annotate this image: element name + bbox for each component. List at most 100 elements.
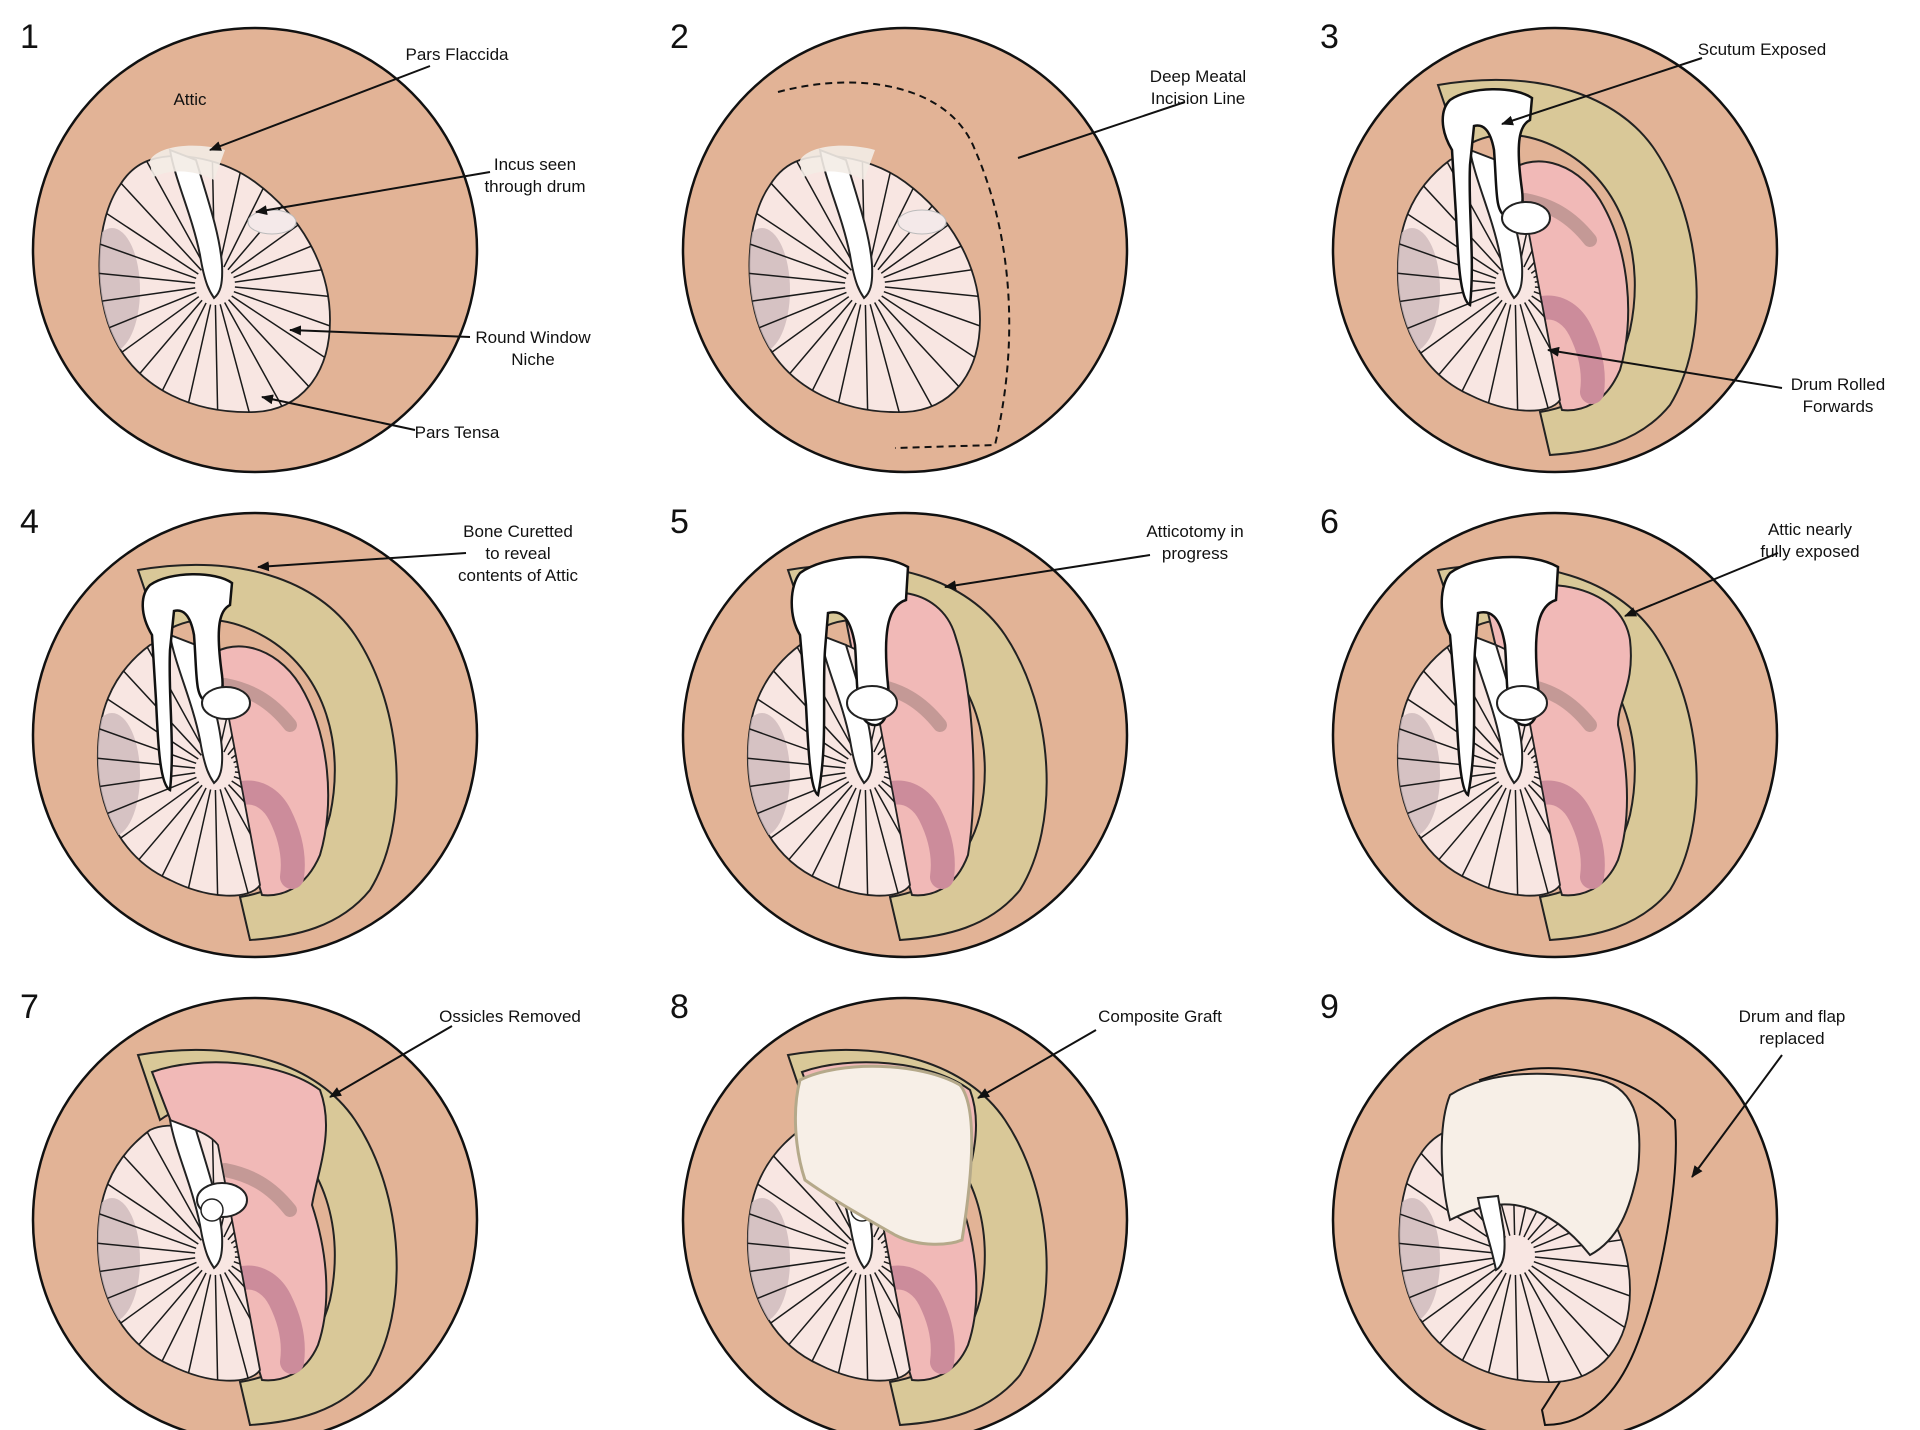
drum-radial-line [1397, 776, 1497, 827]
leader-arrow [1017, 101, 1186, 159]
drum-radial-line [1399, 1257, 1496, 1277]
drum-radial-line [1399, 1239, 1496, 1254]
pars-flaccida-region [800, 145, 875, 180]
drum-radial-line [747, 1204, 847, 1250]
scutum-bone [136, 563, 398, 942]
drum-radial-line [878, 299, 968, 396]
drum-radial-line [1399, 1204, 1497, 1250]
incision-dashed-line [777, 81, 1011, 449]
panel-number-label: 5 [670, 503, 689, 541]
drum-radial-line [747, 1261, 847, 1312]
drum-radial-line [214, 304, 219, 413]
leader-arrow [261, 394, 416, 431]
drum-radial-line [881, 295, 980, 369]
drum-radial-line [747, 1257, 846, 1277]
drum-radial-line [234, 263, 330, 283]
panel-number-label: 7 [20, 988, 39, 1026]
ossicular-chain [141, 573, 234, 792]
drum-radial-line [749, 291, 847, 342]
drum-radial-line [747, 719, 847, 765]
callout-label: Bone Curetted [463, 522, 573, 541]
leader-arrow [329, 1025, 453, 1098]
ossicular-chain [1441, 88, 1534, 307]
incus-shadow [897, 209, 947, 235]
callout-label: through drum [484, 177, 585, 196]
drum-radial-line [214, 789, 219, 896]
drum-radial-line [1533, 1260, 1630, 1306]
drum-radial-line [878, 1269, 910, 1366]
drum-radial-line [1519, 1274, 1555, 1383]
drum-radial-line [141, 1125, 206, 1238]
drum-radial-line [883, 290, 980, 336]
leader-arrow [289, 325, 471, 338]
incus-shadow [247, 209, 297, 235]
callout-label: Forwards [1803, 397, 1874, 416]
stapes-footplate [200, 1198, 224, 1222]
drum-radial-line [97, 754, 196, 769]
drum-radial-line [762, 1144, 852, 1241]
drum-radial-line [1524, 1272, 1589, 1383]
drum-radial-line [747, 1239, 846, 1254]
callout-label: Attic nearly [1768, 520, 1853, 539]
drum-radial-line [234, 286, 330, 301]
incus-malleus-ossicle [1440, 555, 1560, 798]
chorda-tympani [218, 1163, 297, 1217]
drum-radial-line [97, 772, 196, 792]
callout-label: Ossicles Removed [439, 1007, 581, 1026]
drum-radial-line [1534, 1256, 1630, 1271]
drum-radial-line [1397, 201, 1499, 275]
callout-label: Deep Meatal [1150, 67, 1246, 86]
drum-radial-line [1397, 234, 1497, 280]
drum-radial-line [747, 772, 846, 792]
drum-radial-line [1397, 269, 1496, 284]
drum-radial-line [884, 286, 980, 301]
drum-radial-line [214, 1274, 219, 1381]
callout-label: Composite Graft [1098, 1007, 1222, 1026]
leader-arrow [1691, 1054, 1783, 1178]
drum-radial-line [99, 234, 197, 280]
drum-radial-line [99, 291, 197, 342]
callout-label: Attic [173, 90, 207, 109]
callout-label: Atticotomy in [1146, 522, 1243, 541]
drum-radial-line [228, 784, 260, 881]
panel-number-label: 3 [1320, 18, 1339, 56]
drum-radial-line [749, 287, 846, 307]
drum-radial-line [97, 1261, 197, 1312]
drum-radial-line [864, 789, 869, 896]
callout-label: Pars Flaccida [406, 45, 510, 64]
drum-radial-line [112, 174, 202, 271]
drum-radial-line [1399, 1261, 1497, 1312]
drum-radial-line [747, 1171, 849, 1245]
drum-radial-line [219, 304, 255, 413]
incus-malleus-ossicle [790, 555, 910, 798]
drum-radial-line [749, 269, 846, 284]
drum-radial-line [97, 1257, 196, 1277]
drum-radial-line [1397, 291, 1497, 342]
drum-radial-line [864, 1274, 869, 1381]
drum-radial-line [874, 302, 939, 413]
drum-radial-line [1531, 1265, 1630, 1339]
drum-radial-line [99, 287, 196, 307]
drum-radial-line [97, 1171, 199, 1245]
panel-number-label: 8 [670, 988, 689, 1026]
drum-radial-line [749, 201, 849, 275]
drum-radial-line [747, 776, 847, 827]
leader-arrow [977, 1029, 1097, 1099]
drum-radial-line [1397, 287, 1496, 307]
drum-radial-line [864, 304, 869, 413]
callout-label: Incision Line [1151, 89, 1246, 108]
drum-radial-line [228, 299, 318, 396]
drum-radial-line [231, 295, 330, 369]
panel-number-label: 1 [20, 18, 39, 56]
drum-radial-line [97, 1239, 196, 1254]
drum-radial-line [112, 1144, 202, 1241]
scutum-bone [1436, 78, 1698, 457]
drum-radial-line [233, 228, 330, 279]
drum-radial-line [1397, 719, 1497, 765]
